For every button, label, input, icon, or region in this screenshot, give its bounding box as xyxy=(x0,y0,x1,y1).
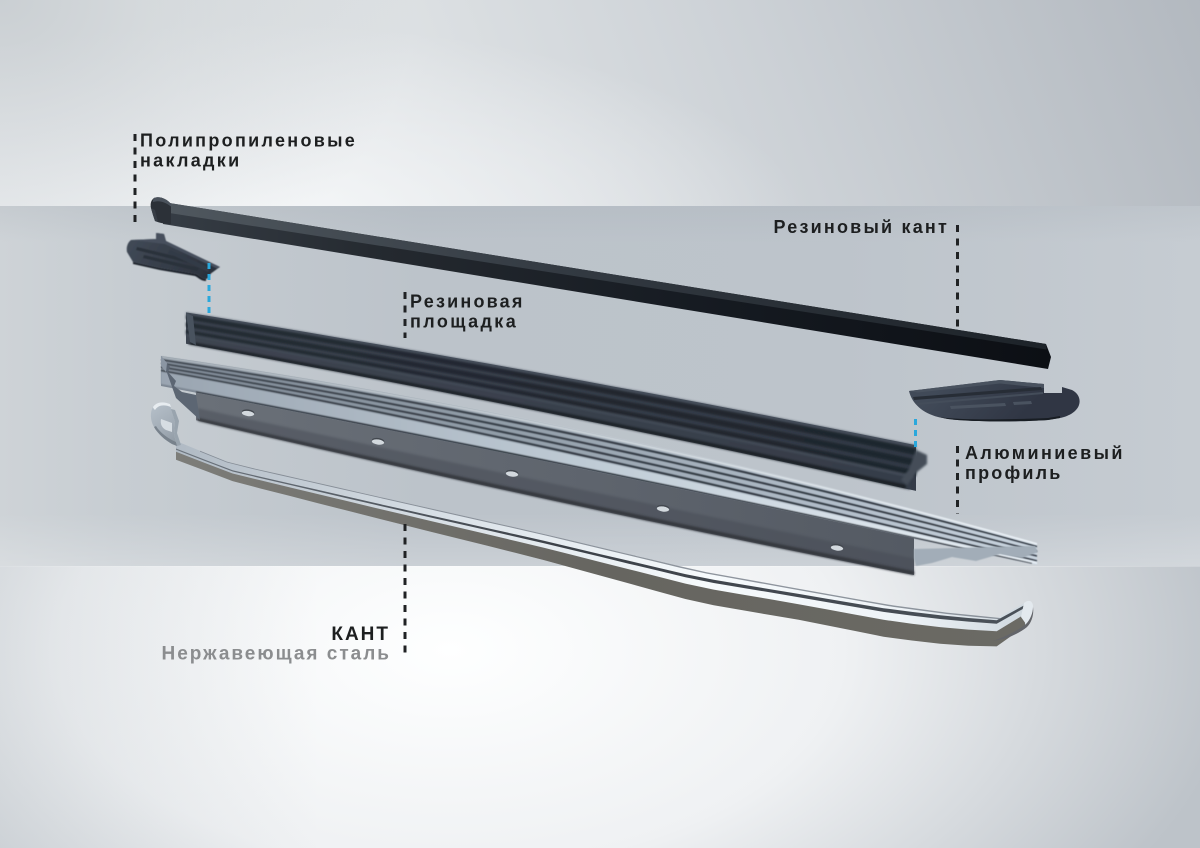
svg-text:Полипропиленовые: Полипропиленовые xyxy=(140,131,357,151)
svg-text:Нержавеющая сталь: Нержавеющая сталь xyxy=(161,644,391,665)
svg-text:площадка: площадка xyxy=(410,312,518,332)
svg-text:накладки: накладки xyxy=(140,151,241,171)
svg-text:КАНТ: КАНТ xyxy=(331,624,390,645)
svg-text:Алюминиевый: Алюминиевый xyxy=(965,443,1125,463)
svg-text:профиль: профиль xyxy=(965,463,1063,483)
svg-text:Резиновый кант: Резиновый кант xyxy=(774,217,949,237)
svg-text:Резиновая: Резиновая xyxy=(410,292,525,312)
